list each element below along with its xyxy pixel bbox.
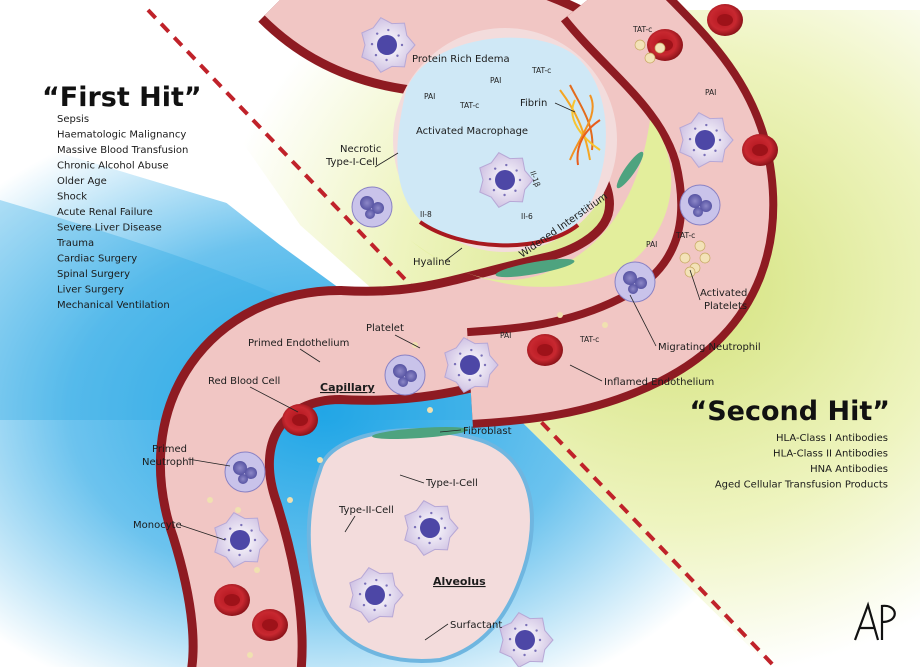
platelet-dot	[427, 407, 433, 413]
platelet-cell	[635, 40, 645, 50]
platelet-dot	[254, 567, 260, 573]
label-fibrin: Fibrin	[520, 98, 547, 109]
mediator-pai: PAI	[500, 331, 511, 340]
label-fibroblast: Fibroblast	[463, 426, 512, 437]
label-necrotic-1: Necrotic	[340, 144, 381, 155]
label-migrating-neutrophil: Migrating Neutrophil	[658, 342, 761, 353]
platelet-cell	[685, 267, 695, 277]
first-hit-item: Chronic Alcohol Abuse	[57, 161, 169, 172]
mediator-tat-c: TAT-c	[579, 335, 599, 344]
label-type-ii-cell: Type-II-Cell	[338, 505, 394, 516]
mediator-pai: PAI	[424, 92, 435, 101]
label-activated-macrophage: Activated Macrophage	[416, 126, 528, 137]
mediator-tat-c: TAT-c	[675, 231, 695, 240]
first-hit-item: Acute Renal Failure	[57, 207, 153, 218]
first-hit-item: Spinal Surgery	[57, 269, 130, 280]
platelet-dot	[602, 322, 608, 328]
platelet-dot	[287, 497, 293, 503]
platelet-cell	[695, 241, 705, 251]
label-primed-endothelium: Primed Endothelium	[248, 338, 349, 349]
first-hit-item: Sepsis	[57, 114, 89, 125]
platelet-cell	[700, 253, 710, 263]
label-protein-rich-edema: Protein Rich Edema	[412, 54, 510, 65]
label-activated-platelets-1: Activated	[700, 288, 747, 299]
red-blood-cell	[252, 609, 288, 641]
label-monocyte: Monocyte	[133, 520, 182, 531]
first-hit-item: Shock	[57, 192, 87, 203]
label-primed-neutrophil-1: Primed	[152, 444, 187, 455]
neutrophil-cell	[352, 187, 392, 227]
red-blood-cell	[214, 584, 250, 616]
neutrophil-cell	[615, 262, 655, 302]
platelet-cell	[680, 253, 690, 263]
first-hit-item: Cardiac Surgery	[57, 254, 137, 265]
mediator-il-6: Il-6	[521, 212, 533, 221]
label-type-i-cell: Type-I-Cell	[425, 478, 478, 489]
platelet-dot	[235, 507, 241, 513]
label-alveolus: Alveolus	[433, 575, 486, 588]
label-primed-neutrophil-2: Neutrophil	[142, 457, 194, 468]
red-blood-cell	[282, 404, 318, 436]
platelet-dot	[247, 652, 253, 658]
platelet-dot	[207, 497, 213, 503]
first-hit-item: Liver Surgery	[57, 285, 124, 296]
neutrophil-cell	[680, 185, 720, 225]
second-hit-item: HNA Antibodies	[810, 464, 888, 475]
first-hit-title: “First Hit”	[42, 82, 202, 113]
neutrophil-cell	[385, 355, 425, 395]
second-hit-title: “Second Hit”	[689, 396, 890, 427]
mediator-tat-c: TAT-c	[459, 101, 479, 110]
mediator-pai: PAI	[490, 76, 501, 85]
red-blood-cell	[742, 134, 778, 166]
mediator-il-8: Il-8	[420, 210, 432, 219]
neutrophil-cell	[225, 452, 265, 492]
platelet-cell	[645, 53, 655, 63]
second-hit-item: HLA-Class II Antibodies	[773, 449, 888, 460]
mediator-tat-c: TAT-c	[531, 66, 551, 75]
label-surfactant: Surfactant	[450, 620, 502, 631]
first-hit-item: Haematologic Malignancy	[57, 130, 186, 141]
first-hit-item: Older Age	[57, 176, 107, 187]
label-platelet: Platelet	[366, 323, 404, 334]
first-hit-item: Mechanical Ventilation	[57, 300, 170, 311]
red-blood-cell	[527, 334, 563, 366]
label-necrotic-2: Type-I-Cell	[325, 157, 378, 168]
first-hit-item: Severe Liver Disease	[57, 223, 162, 234]
label-inflamed-endothelium: Inflamed Endothelium	[604, 377, 714, 388]
second-hit-item: Aged Cellular Transfusion Products	[715, 480, 888, 491]
second-hit-item: HLA-Class I Antibodies	[776, 433, 888, 444]
first-hit-item: Trauma	[56, 238, 94, 249]
label-capillary: Capillary	[320, 381, 375, 394]
label-activated-platelets-2: Platelets	[704, 301, 747, 312]
platelet-dot	[557, 312, 563, 318]
platelet-dot	[317, 457, 323, 463]
mediator-pai: PAI	[705, 88, 716, 97]
label-red-blood-cell: Red Blood Cell	[208, 376, 280, 387]
red-blood-cell	[707, 4, 743, 36]
platelet-cell	[655, 43, 665, 53]
mediator-tat-c: TAT-c	[632, 25, 652, 34]
first-hit-item: Massive Blood Transfusion	[57, 145, 188, 156]
mediator-pai: PAI	[646, 240, 657, 249]
label-hyaline: Hyaline	[413, 257, 451, 268]
